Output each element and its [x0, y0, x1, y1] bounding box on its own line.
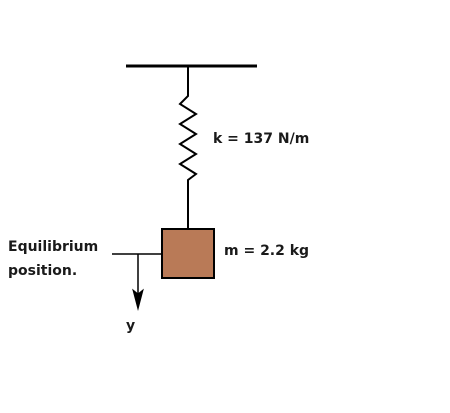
- spring: [178, 66, 198, 230]
- equilibrium-label-line1: Equilibrium: [8, 239, 98, 255]
- mass-label: m = 2.2 kg: [224, 243, 309, 259]
- mass-block: [161, 228, 215, 279]
- y-axis-label: y: [126, 318, 135, 334]
- equilibrium-label-line2: position.: [8, 263, 77, 279]
- y-axis-arrow-head-icon: [132, 288, 144, 311]
- spring-constant-label: k = 137 N/m: [213, 131, 309, 147]
